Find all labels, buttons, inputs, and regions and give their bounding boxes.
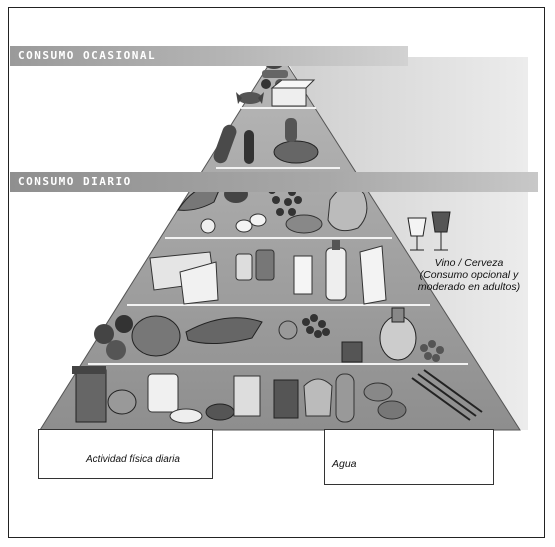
wine-glass-icon <box>407 211 451 251</box>
dairy-icon <box>149 240 387 305</box>
fish-egg-poultry-icon <box>177 184 368 234</box>
sausage-meat-icon <box>213 118 319 164</box>
band-label-ocasional-text: CONSUMO OCASIONAL <box>18 49 157 62</box>
tier-dividers <box>88 107 468 365</box>
butter-candy-icon <box>236 79 316 107</box>
wine-beer-note: Vino / Cerveza (Consumo opcional y moder… <box>417 257 521 293</box>
vegetables-fruit-oil-icon <box>94 307 444 363</box>
band-label-diario: CONSUMO DIARIO <box>10 172 538 192</box>
activity-label: Actividad física diaria <box>86 454 180 465</box>
pyramid-shadow <box>285 57 528 430</box>
band-label-ocasional: CONSUMO OCASIONAL <box>10 46 408 66</box>
water-box <box>324 429 494 485</box>
water-label: Agua <box>332 458 357 470</box>
activity-box <box>38 429 213 479</box>
grains-bread-pasta-icon <box>72 366 483 424</box>
band-label-diario-text: CONSUMO DIARIO <box>18 175 132 188</box>
